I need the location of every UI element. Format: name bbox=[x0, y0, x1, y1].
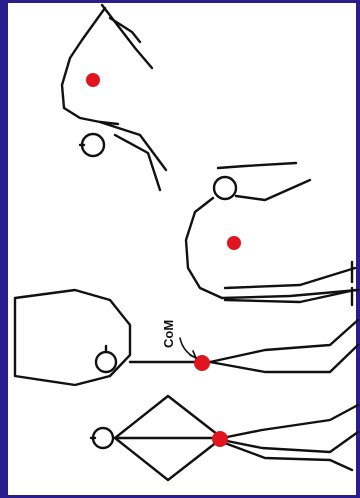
head-icon bbox=[214, 177, 236, 199]
figure-layout-diamond bbox=[91, 396, 358, 480]
head-icon bbox=[96, 352, 116, 372]
com-dot bbox=[227, 236, 241, 250]
com-dot bbox=[86, 73, 100, 87]
com-dot bbox=[212, 431, 228, 447]
figure-layout-wide: CoM bbox=[15, 290, 358, 385]
figure-tucked-middle bbox=[186, 163, 358, 305]
com-label: CoM bbox=[161, 320, 176, 348]
figure-curled-top bbox=[62, 5, 166, 190]
head-icon bbox=[82, 134, 104, 156]
